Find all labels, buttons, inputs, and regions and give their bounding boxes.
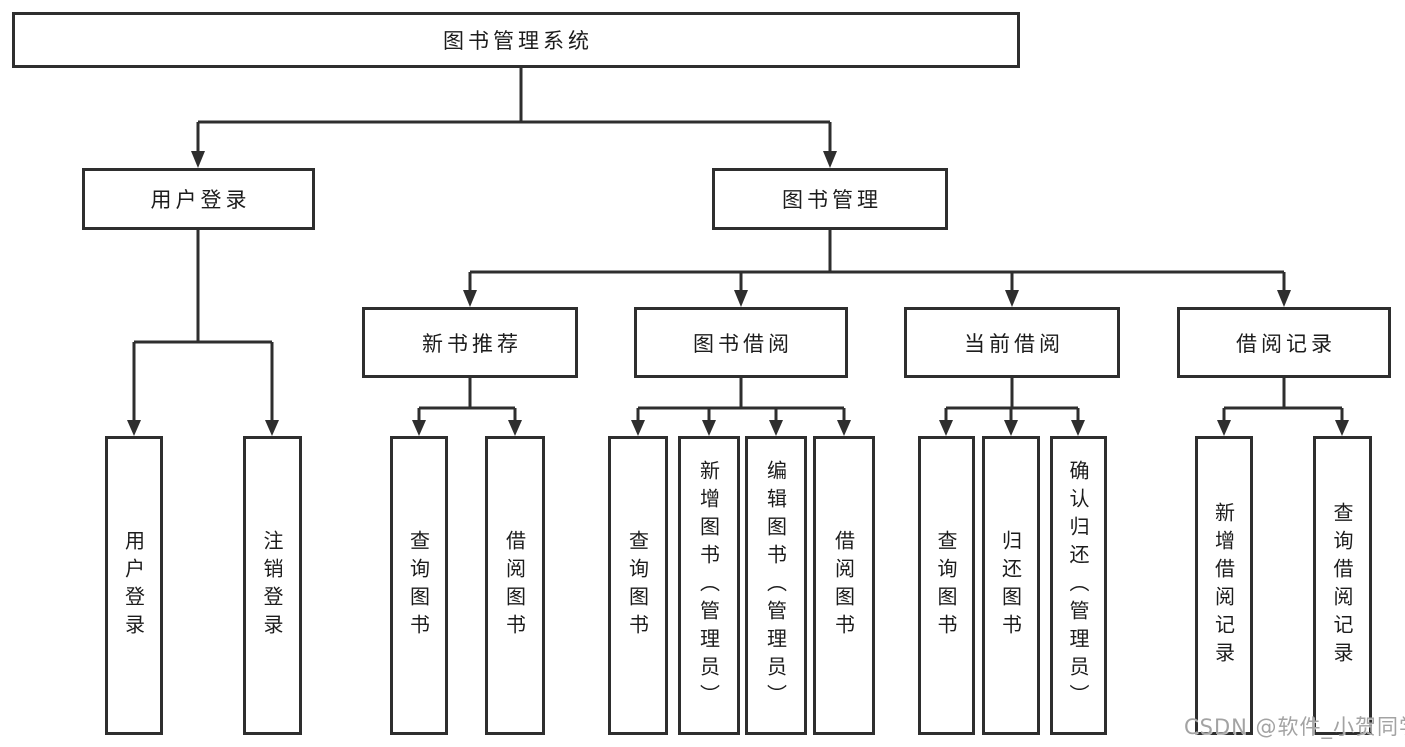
leaf-confirm-return-admin: 确认归还（管理员） [1050,436,1107,735]
node-new-book-recommend: 新书推荐 [362,307,578,378]
leaf-return-books-label: 归还图书 [998,529,1023,642]
node-user-login-label: 用户登录 [150,188,251,212]
node-book-borrowing-label: 图书借阅 [693,331,793,356]
leaf-add-books-admin: 新增图书（管理员） [678,436,740,735]
connector-login-to-leaves [127,230,279,436]
leaf-edit-books-admin: 编辑图书（管理员） [745,436,807,735]
node-root-system-label: 图书管理系统 [443,29,593,53]
leaf-user-login-label: 用户登录 [121,529,146,642]
leaf-confirm-return-admin-label: 确认归还（管理员） [1066,459,1090,712]
node-borrowing-records: 借阅记录 [1177,307,1391,378]
node-book-management-label: 图书管理 [782,188,882,212]
node-borrowing-records-label: 借阅记录 [1236,331,1336,356]
connector-records-to-leaves [1217,378,1349,436]
leaf-current-query-books-label: 查询图书 [934,529,958,642]
node-book-borrowing: 图书借阅 [634,307,848,378]
leaf-edit-books-admin-label: 编辑图书（管理员） [763,459,788,712]
leaf-newbook-borrow-books-label: 借阅图书 [502,529,527,642]
node-user-login: 用户登录 [82,168,315,230]
node-root-system: 图书管理系统 [12,12,1020,68]
leaf-newbook-query-books: 查询图书 [390,436,448,735]
connector-current-to-leaves [939,378,1085,436]
leaf-borrow-borrow-books-label: 借阅图书 [831,529,856,642]
leaf-borrow-borrow-books: 借阅图书 [813,436,875,735]
leaf-user-login: 用户登录 [105,436,163,735]
leaf-newbook-query-books-label: 查询图书 [406,529,431,642]
node-current-borrowing-label: 当前借阅 [964,331,1064,356]
leaf-logout: 注销登录 [243,436,302,735]
node-new-book-recommend-label: 新书推荐 [422,331,522,356]
leaf-query-borrow-record: 查询借阅记录 [1313,436,1372,735]
leaf-logout-label: 注销登录 [260,529,284,642]
leaf-current-query-books: 查询图书 [918,436,975,735]
leaf-add-borrow-record: 新增借阅记录 [1195,436,1253,735]
connector-newbook-to-leaves [412,378,522,436]
leaf-return-books: 归还图书 [982,436,1040,735]
leaf-newbook-borrow-books: 借阅图书 [485,436,545,735]
leaf-borrow-query-books: 查询图书 [608,436,668,735]
connector-bookborrow-to-leaves [631,378,851,436]
node-current-borrowing: 当前借阅 [904,307,1120,378]
leaf-borrow-query-books-label: 查询图书 [625,529,650,642]
leaf-query-borrow-record-label: 查询借阅记录 [1330,501,1354,670]
connector-root-to-level2 [191,68,837,168]
leaf-add-books-admin-label: 新增图书（管理员） [696,459,721,712]
leaf-add-borrow-record-label: 新增借阅记录 [1211,501,1236,670]
connector-bookmgmt-to-level3 [463,230,1291,307]
csdn-watermark: CSDN @软件_小贺同学 [1184,715,1405,739]
node-book-management: 图书管理 [712,168,948,230]
